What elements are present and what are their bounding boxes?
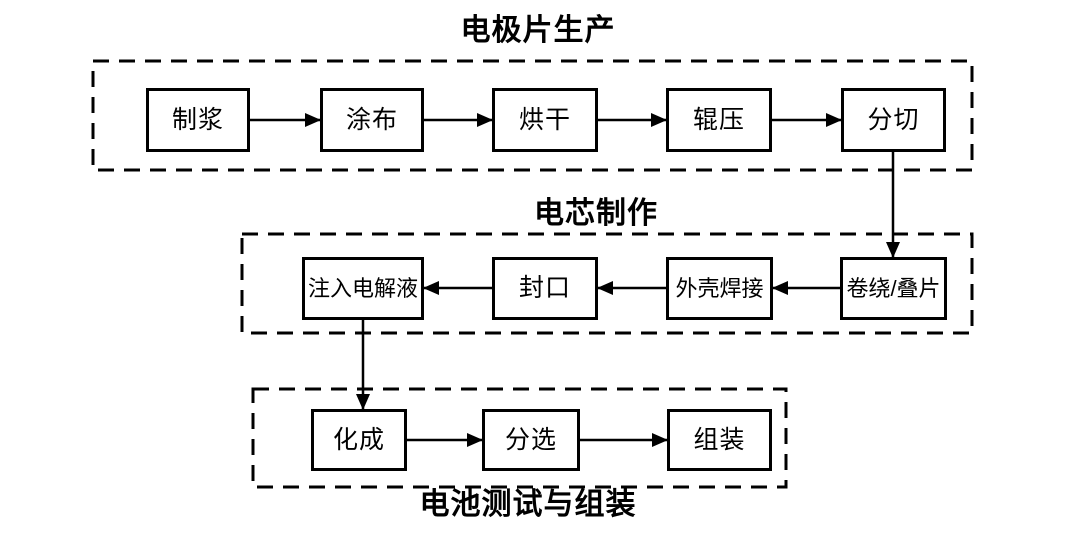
node-formation: 化成 [311,409,407,471]
node-coating: 涂布 [320,88,424,152]
section-title-testing-assembly: 电池测试与组装 [419,488,637,521]
node-sealing: 封口 [492,257,598,320]
node-assembly: 组装 [667,409,772,471]
dashed-border-testing-assembly [251,387,788,489]
node-slitting: 分切 [841,88,946,152]
node-sorting: 分选 [482,409,580,471]
node-drying: 烘干 [492,88,598,152]
flow-arrows [250,113,900,447]
section-title-electrode-production: 电极片生产 [460,14,616,47]
node-electrolyte-injection: 注入电解液 [302,257,424,320]
section-title-cell-fabrication: 电芯制作 [534,197,658,230]
node-roll-pressing: 辊压 [666,88,772,152]
node-case-welding: 外壳焊接 [666,257,773,320]
node-slurry-making: 制浆 [146,88,250,152]
dashed-border-cell-fabrication [240,232,974,335]
node-winding-stacking: 卷绕/叠片 [840,257,947,320]
